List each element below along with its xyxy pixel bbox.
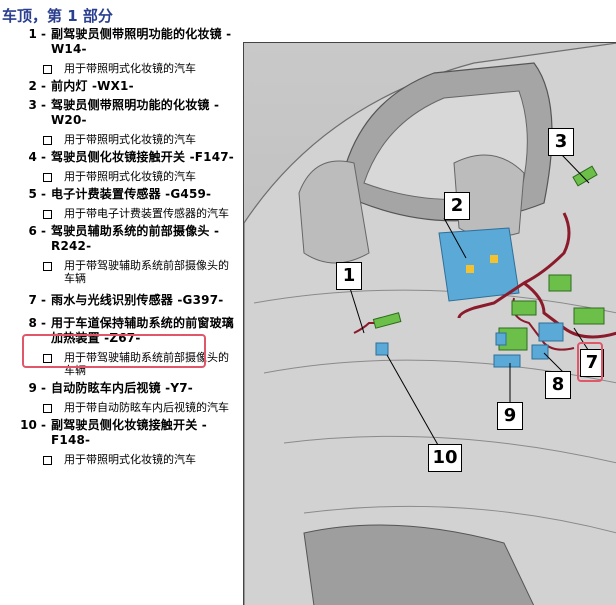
bullet-icon bbox=[43, 136, 52, 145]
bullet-icon bbox=[43, 173, 52, 182]
callout-8: 8 bbox=[545, 371, 571, 399]
item-note: 用于带自动防眩车内后视镜的汽车 bbox=[0, 401, 236, 414]
item-note: 用于带照明式化妆镜的汽车 bbox=[0, 170, 236, 183]
item-7-highlight bbox=[22, 334, 206, 368]
item-note: 用于带照明式化妆镜的汽车 bbox=[0, 133, 236, 146]
item-note: 用于带电子计费装置传感器的汽车 bbox=[0, 207, 236, 220]
item-name: 驾驶员辅助系统的前部摄像头 -R242- bbox=[51, 224, 220, 253]
item-note: 用于带照明式化妆镜的汽车 bbox=[0, 62, 236, 75]
bullet-icon bbox=[43, 354, 52, 363]
bullet-icon bbox=[43, 65, 52, 74]
item-note: 用于带照明式化妆镜的汽车 bbox=[0, 453, 236, 466]
list-item: 2 - 前内灯 -WX1- bbox=[0, 79, 236, 94]
item-number: 4 - bbox=[28, 150, 46, 164]
callout-9: 9 bbox=[497, 402, 523, 430]
item-note: 用于带驾驶辅助系统前部摄像头的车辆 bbox=[0, 259, 236, 285]
item-number: 1 - bbox=[28, 27, 46, 41]
item-name: 副驾驶员侧化妆镜接触开关 -F148- bbox=[51, 418, 207, 447]
parts-list: 1 - 副驾驶员侧带照明功能的化妆镜 -W14- 用于带照明式化妆镜的汽车 2 … bbox=[0, 27, 236, 470]
item-number: 5 - bbox=[28, 187, 46, 201]
item-name: 自动防眩车内后视镜 -Y7- bbox=[51, 381, 193, 395]
list-item: 3 - 驾驶员侧带照明功能的化妆镜 -W20- 用于带照明式化妆镜的汽车 bbox=[0, 98, 236, 146]
item-number: 7 - bbox=[28, 293, 46, 307]
callout-7-highlight bbox=[577, 342, 603, 382]
list-item: 7 - 雨水与光线识别传感器 -G397- bbox=[0, 293, 236, 308]
list-item: 1 - 副驾驶员侧带照明功能的化妆镜 -W14- 用于带照明式化妆镜的汽车 bbox=[0, 27, 236, 75]
item-number: 9 - bbox=[28, 381, 46, 395]
item-name: 驾驶员侧带照明功能的化妆镜 -W20- bbox=[51, 98, 220, 127]
item-number: 10 - bbox=[20, 418, 46, 432]
item-name: 驾驶员侧化妆镜接触开关 -F147- bbox=[51, 150, 234, 164]
list-item: 6 - 驾驶员辅助系统的前部摄像头 -R242- 用于带驾驶辅助系统前部摄像头的… bbox=[0, 224, 236, 285]
callout-1: 1 bbox=[336, 262, 362, 290]
callout-2: 2 bbox=[444, 192, 470, 220]
item-number: 2 - bbox=[28, 79, 46, 93]
callout-7: 7 bbox=[580, 349, 604, 377]
item-number: 3 - bbox=[28, 98, 46, 112]
list-item: 9 - 自动防眩车内后视镜 -Y7- 用于带自动防眩车内后视镜的汽车 bbox=[0, 381, 236, 414]
item-name: 前内灯 -WX1- bbox=[51, 79, 134, 93]
callout-3: 3 bbox=[548, 128, 574, 156]
item-number: 8 - bbox=[28, 316, 46, 330]
item-name: 电子计费装置传感器 -G459- bbox=[51, 187, 212, 201]
bullet-icon bbox=[43, 210, 52, 219]
list-item: 10 - 副驾驶员侧化妆镜接触开关 -F148- 用于带照明式化妆镜的汽车 bbox=[0, 418, 236, 466]
callout-10: 10 bbox=[428, 444, 462, 472]
roof-diagram bbox=[243, 42, 616, 605]
bullet-icon bbox=[43, 262, 52, 271]
item-name: 雨水与光线识别传感器 -G397- bbox=[51, 293, 224, 307]
bullet-icon bbox=[43, 404, 52, 413]
item-name: 副驾驶员侧带照明功能的化妆镜 -W14- bbox=[51, 27, 232, 56]
list-item: 5 - 电子计费装置传感器 -G459- 用于带电子计费装置传感器的汽车 bbox=[0, 187, 236, 220]
bullet-icon bbox=[43, 456, 52, 465]
item-number: 6 - bbox=[28, 224, 46, 238]
roof-illustration bbox=[244, 43, 616, 605]
section-title: 车顶，第 1 部分 bbox=[2, 7, 113, 25]
list-item: 4 - 驾驶员侧化妆镜接触开关 -F147- 用于带照明式化妆镜的汽车 bbox=[0, 150, 236, 183]
